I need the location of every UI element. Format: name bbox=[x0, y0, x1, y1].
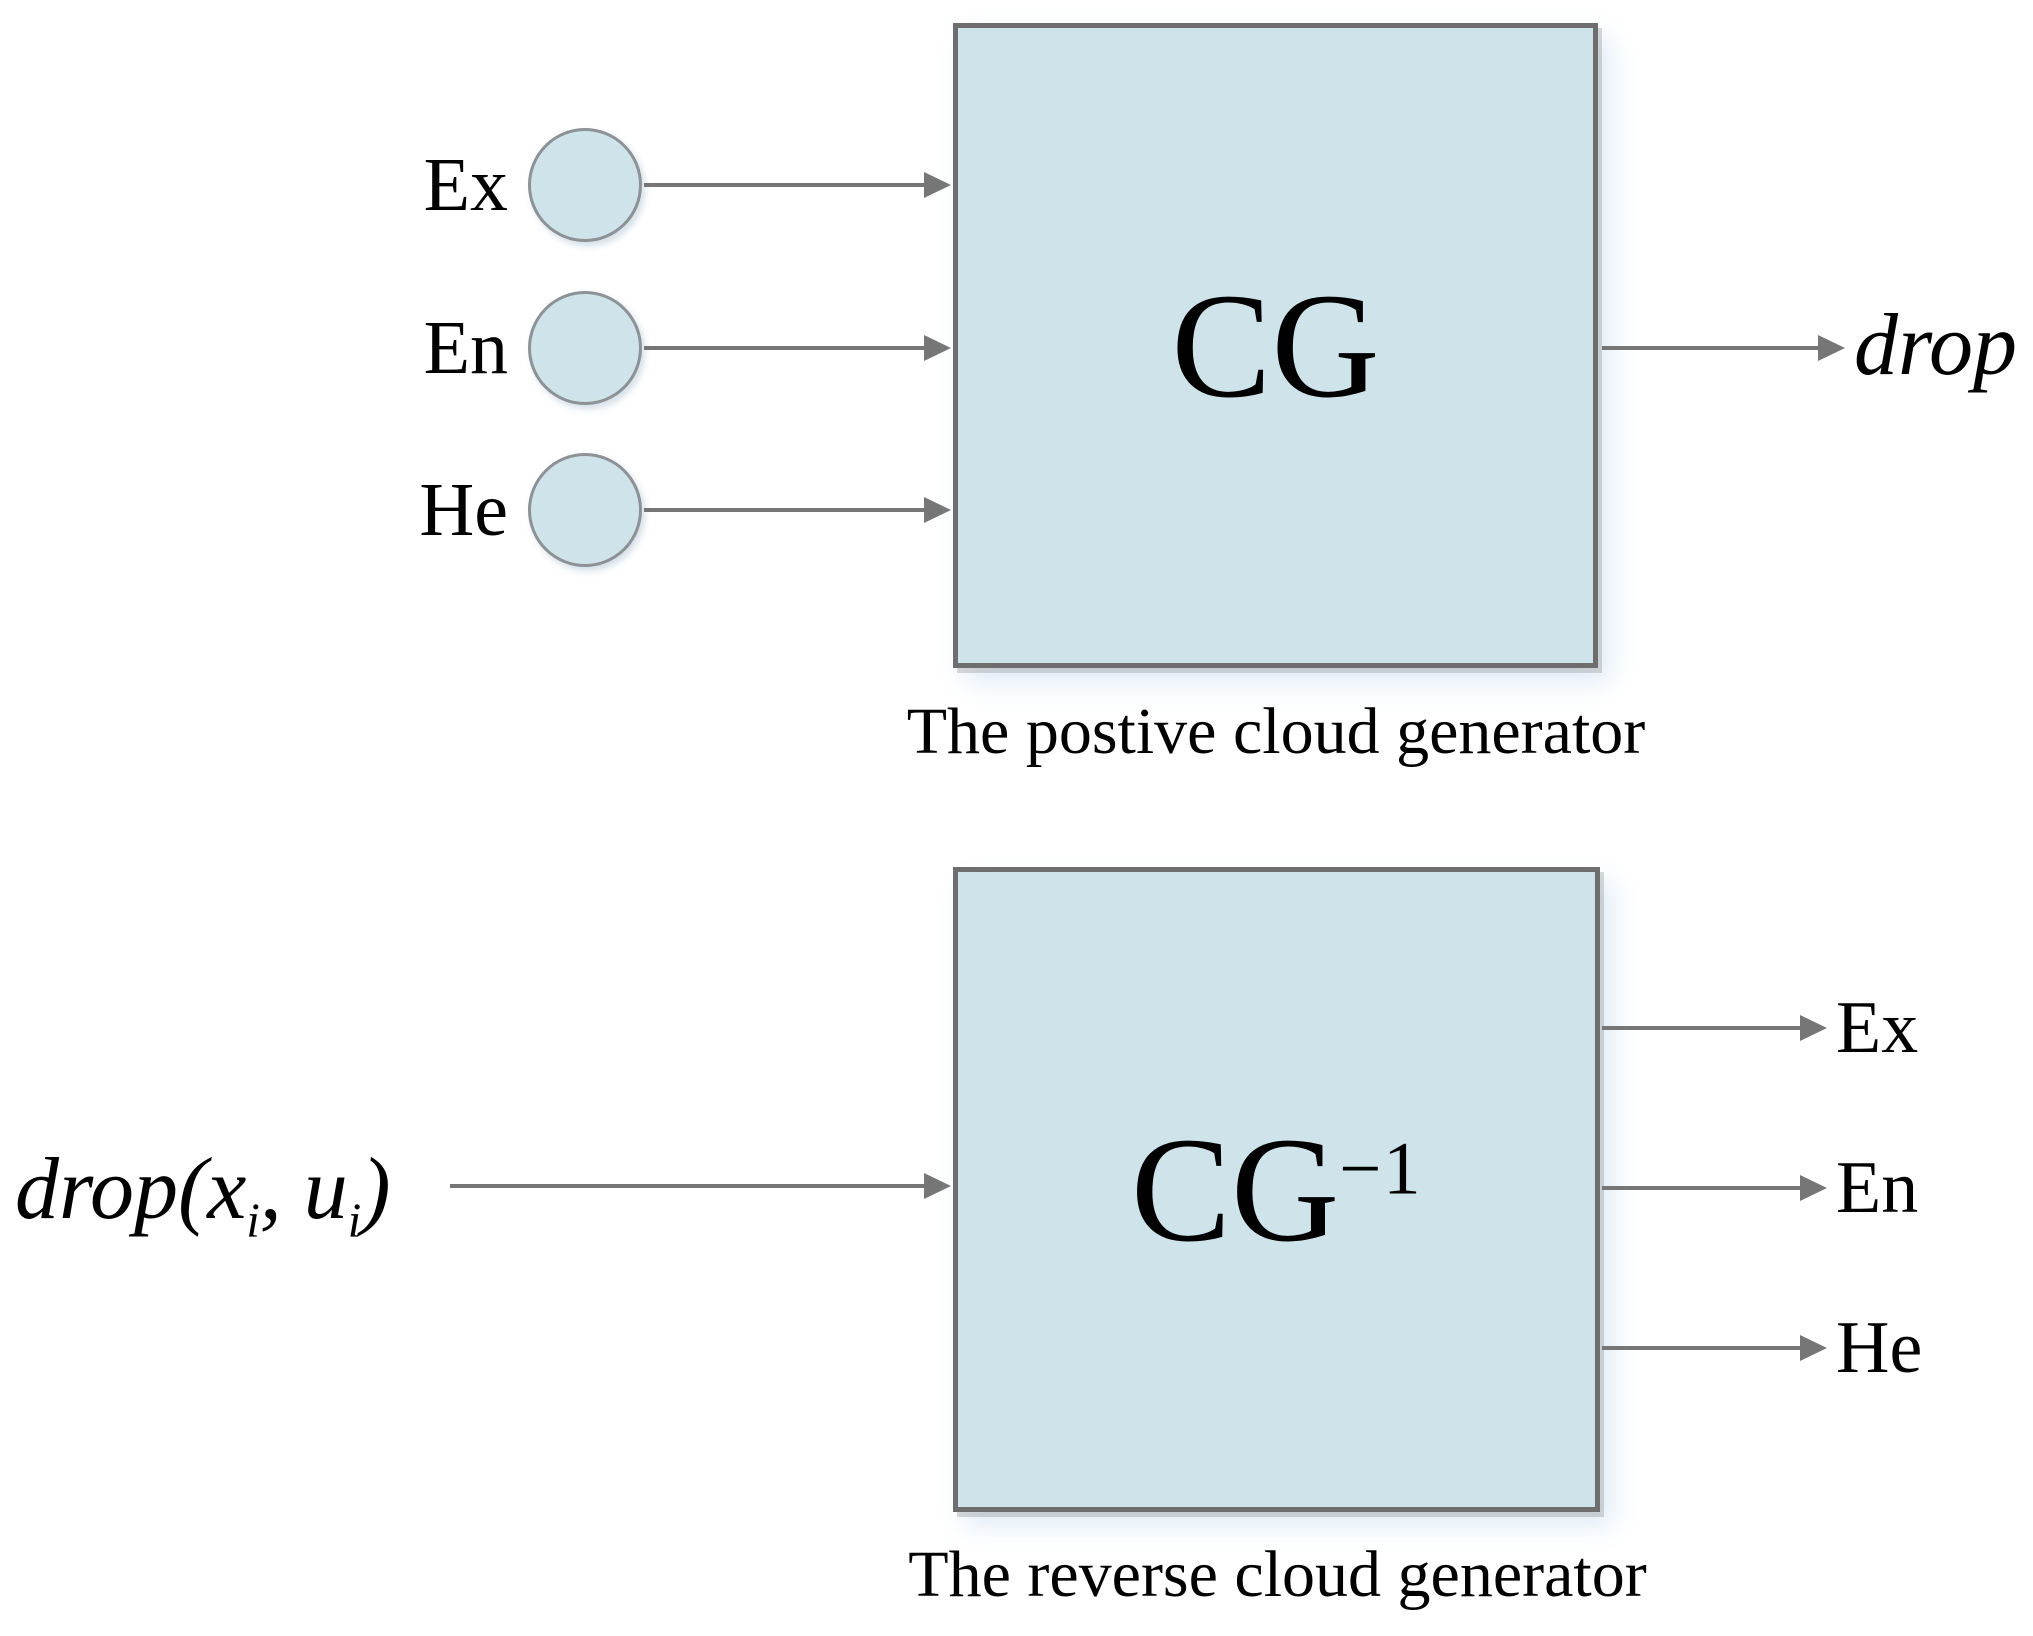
arrowhead-right-icon bbox=[1800, 1015, 1827, 1041]
arrow-line bbox=[1602, 1026, 1802, 1030]
subscript-i: i bbox=[347, 1194, 362, 1248]
arrow-line bbox=[1602, 1186, 1802, 1190]
arrowhead-right-icon bbox=[924, 497, 951, 523]
arrow-line bbox=[644, 346, 926, 350]
positive-generator-caption: The postive cloud generator bbox=[906, 695, 1646, 768]
output-label-he: He bbox=[1836, 1307, 1923, 1389]
cg-inverse-box-label: CG−1 bbox=[1131, 1115, 1422, 1265]
input-label-en: En bbox=[423, 306, 508, 390]
reverse-generator-box: CG−1 bbox=[953, 867, 1600, 1512]
arrowhead-right-icon bbox=[924, 1173, 951, 1199]
arrow-line bbox=[450, 1184, 928, 1188]
input-label-part: ) bbox=[361, 1141, 391, 1238]
reverse-generator-caption: The reverse cloud generator bbox=[908, 1538, 1647, 1611]
output-label-drop: drop bbox=[1854, 297, 2017, 394]
arrowhead-right-icon bbox=[1800, 1175, 1827, 1201]
arrow-line bbox=[1602, 346, 1820, 350]
input-label-part: , u bbox=[259, 1141, 348, 1238]
input-node-circle-he bbox=[528, 453, 642, 567]
arrow-line bbox=[1602, 1346, 1802, 1350]
output-label-en: En bbox=[1836, 1147, 1919, 1229]
input-node-circle-en bbox=[528, 291, 642, 405]
input-node-circle-ex bbox=[528, 128, 642, 242]
cg-box-label: CG bbox=[1171, 262, 1380, 429]
input-label-he: He bbox=[419, 468, 508, 552]
cg-inverse-base: CG bbox=[1130, 1106, 1340, 1273]
arrowhead-right-icon bbox=[924, 335, 951, 361]
cg-inverse-exponent: −1 bbox=[1339, 1127, 1423, 1210]
subscript-i: i bbox=[246, 1194, 260, 1248]
input-label-drop-xi-ui: drop(xi, ui) bbox=[15, 1146, 391, 1246]
input-label-part: drop(x bbox=[15, 1141, 247, 1238]
positive-generator-box: CG bbox=[953, 23, 1598, 668]
arrow-line bbox=[644, 508, 926, 512]
arrowhead-right-icon bbox=[924, 172, 951, 198]
arrowhead-right-icon bbox=[1818, 335, 1845, 361]
input-label-ex: Ex bbox=[423, 143, 508, 227]
output-label-ex: Ex bbox=[1836, 987, 1919, 1069]
arrow-line bbox=[644, 183, 926, 187]
arrowhead-right-icon bbox=[1800, 1335, 1827, 1361]
